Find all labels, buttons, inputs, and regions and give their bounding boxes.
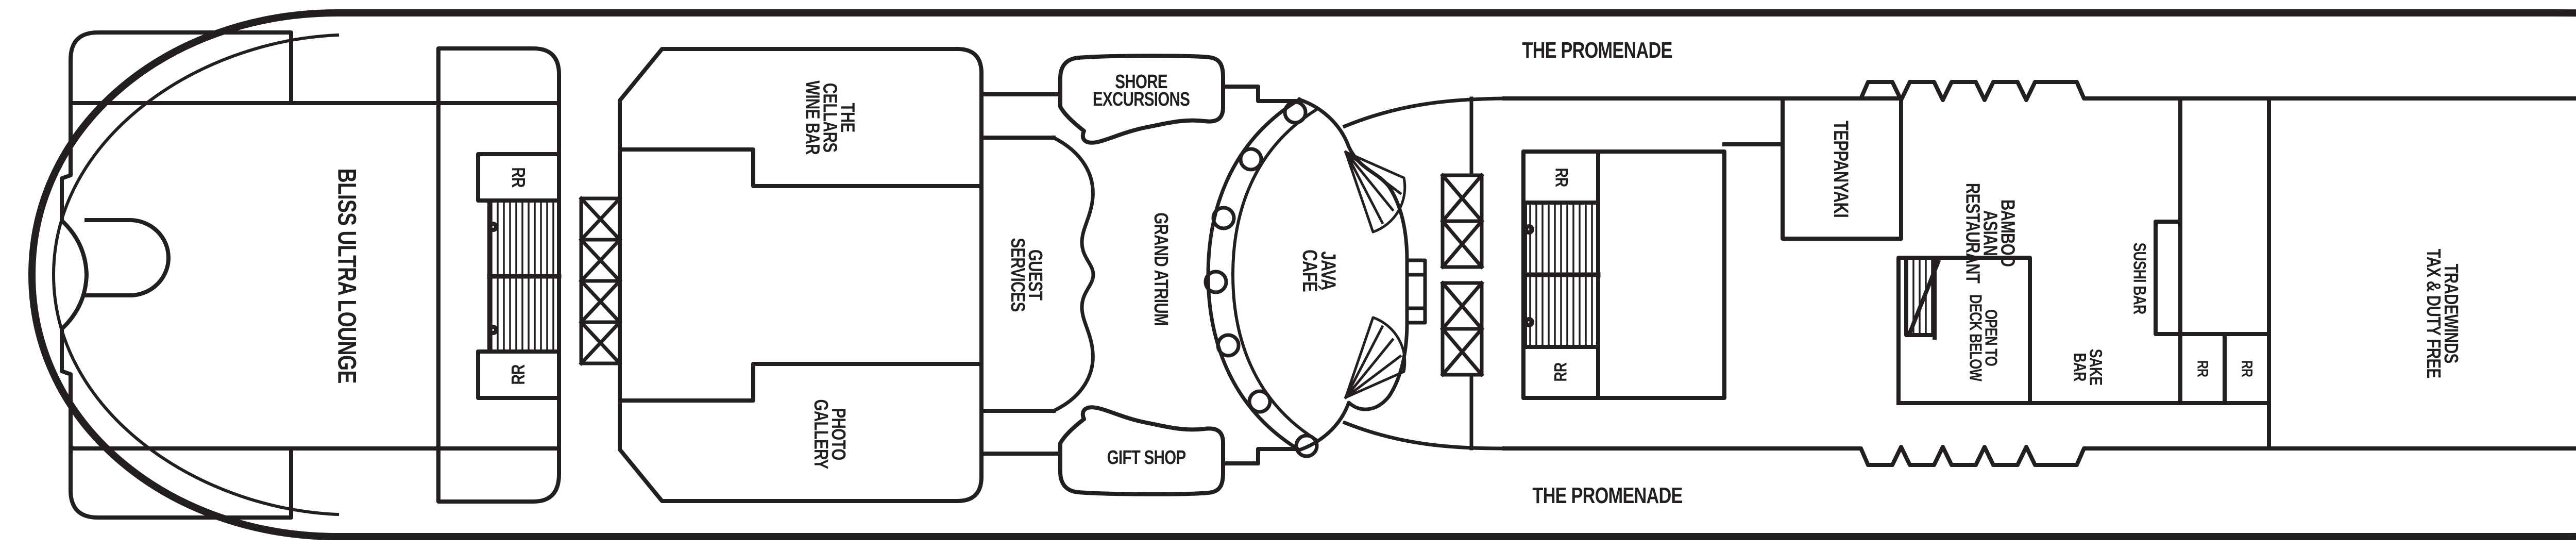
stairs-icon xyxy=(1904,256,1937,337)
promenade-wall-top xyxy=(1502,80,2576,102)
bliss-ultra-lounge-room xyxy=(60,30,561,520)
promenade-wall-bottom xyxy=(1502,445,2576,467)
restroom-label: RR xyxy=(1551,168,1571,187)
restroom-label: RR xyxy=(2194,360,2211,377)
area-label-open-to-deck-below-mid: OPEN TO DECK BELOW xyxy=(1967,294,2001,381)
restroom-label: RR xyxy=(508,167,530,188)
restroom-label: RR xyxy=(2238,360,2256,377)
shore-excursions-booth xyxy=(1058,54,1225,145)
bamboo-restrooms xyxy=(2178,332,2271,405)
open-to-deck-below-mid xyxy=(1896,256,2032,405)
stern-elevator-bank-icon xyxy=(579,196,622,366)
stern-inner-wall xyxy=(52,33,340,516)
stern-stair-core xyxy=(476,152,562,400)
room-label-grand-atrium: GRAND ATRIUM xyxy=(1150,212,1172,326)
guest-services-desk xyxy=(1051,135,1095,413)
java-cafe-stairs-icon xyxy=(1344,150,1406,399)
room-label-tradewinds: TRADEWINDS TAX & DUTY FREE xyxy=(2422,248,2462,378)
stage-icon xyxy=(84,218,171,297)
mid-elevator-bank-icon xyxy=(1440,96,1484,451)
mid-stair-core xyxy=(1521,149,1726,400)
restroom-label: RR xyxy=(507,364,529,385)
teppanyaki-room xyxy=(1781,96,1903,241)
area-label-promenade-top: THE PROMENADE xyxy=(1522,38,1672,63)
room-label-sushi-bar: SUSHI BAR xyxy=(2129,242,2149,314)
photo-gallery-room xyxy=(618,362,984,503)
room-label-photo-gallery: PHOTO GALLERY xyxy=(810,399,850,469)
atrium-step-walls xyxy=(1221,85,1298,465)
room-label-guest-services: GUEST SERVICES xyxy=(1007,238,1046,312)
cellars-wine-bar-room xyxy=(618,47,984,188)
room-label-bamboo: BAMBOO ASIAN RESTAURANT xyxy=(1961,182,2019,284)
stern-corridor-walls xyxy=(557,101,622,451)
room-label-gift-shop: GIFT SHOP xyxy=(1107,446,1187,469)
room-label-java-cafe: JAVA CAFÉ xyxy=(1298,249,1340,292)
room-label-cellars-wine-bar: THE CELLARS WINE BAR xyxy=(801,80,858,155)
room-label-sake-bar: SAKE BAR xyxy=(2070,348,2106,386)
sushi-bar-counter xyxy=(2154,220,2182,336)
area-label-promenade-bottom: THE PROMENADE xyxy=(1532,483,1683,509)
gift-shop-booth xyxy=(1058,405,1225,496)
hull-outline xyxy=(28,9,2576,540)
java-cafe-counter xyxy=(1405,258,1427,325)
java-cafe-structure xyxy=(1204,96,1506,458)
room-label-shore-excursions: SHORE EXCURSIONS xyxy=(1092,71,1190,110)
room-label-bliss-ultra-lounge: BLISS ULTRA LOUNGE xyxy=(332,168,362,384)
restroom-label: RR xyxy=(1551,362,1571,382)
guest-services-walls xyxy=(979,92,1062,456)
room-label-teppanyaki: TEPPANYAKI xyxy=(1829,120,1852,218)
